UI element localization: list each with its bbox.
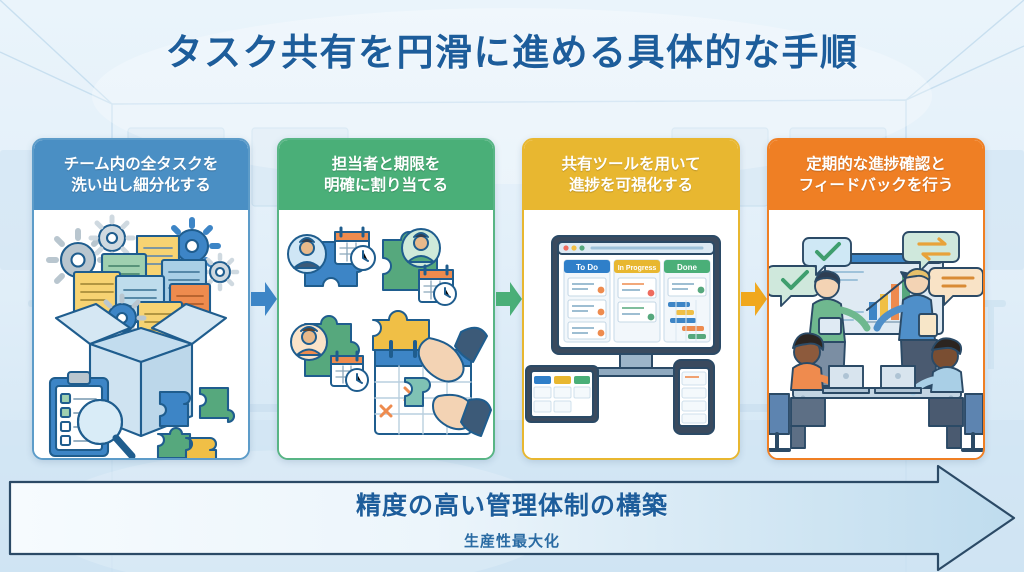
magnifier-icon — [76, 398, 136, 458]
clock-icon — [350, 245, 376, 271]
avatar — [290, 323, 328, 361]
arrow-1-to-2-container — [250, 138, 277, 460]
kanban-card — [567, 277, 607, 297]
step-card-2[interactable]: 担当者と期限を 明確に割り当てる — [277, 138, 495, 460]
kanban-column-todo-label: To Do — [576, 263, 598, 272]
speech-bubble-check — [769, 265, 820, 307]
step-card-2-heading: 担当者と期限を 明確に割り当てる — [279, 140, 493, 210]
avatar — [401, 228, 441, 268]
clock-icon — [433, 282, 457, 306]
speech-bubble-exchange — [902, 231, 960, 272]
phone-device — [673, 359, 715, 435]
office-chair — [961, 393, 983, 452]
puzzle-piece — [404, 377, 431, 407]
step-card-4[interactable]: 定期的な進捗確認と フィードバックを行う — [767, 138, 985, 460]
kanban-card — [567, 321, 607, 340]
puzzle-piece — [184, 436, 218, 458]
kanban-column-done-label: Done — [677, 263, 698, 272]
gear-icon — [200, 252, 240, 292]
laptop — [874, 365, 922, 394]
person-seated — [790, 332, 845, 449]
step-1-heading-line1: チーム内の全タスクを — [63, 155, 219, 173]
page-title: タスク共有を円滑に進める具体的な手順 — [165, 32, 859, 73]
right-arrow-icon — [250, 282, 277, 316]
step-3-heading-line1: 共有ツールを用いて — [561, 155, 701, 173]
step-card-1[interactable]: チーム内の全タスクを 洗い出し細分化する — [32, 138, 250, 460]
office-chair — [769, 393, 791, 452]
step-card-2-illustration — [279, 210, 493, 458]
desktop-monitor: To Do In Progress Done — [551, 235, 721, 377]
kanban-card — [617, 277, 657, 299]
step-3-heading-line2: 進捗を可視化する — [568, 177, 693, 194]
step-2-heading-line2: 明確に割り当てる — [323, 177, 448, 194]
hand — [417, 326, 488, 383]
kanban-card — [667, 277, 707, 297]
banner-arrow-shape — [8, 464, 1016, 572]
kanban-column-inprogress-label: In Progress — [618, 265, 657, 272]
arrow-2-to-3-container — [495, 138, 522, 460]
step-card-3[interactable]: 共有ツールを用いて 進捗を可視化する — [522, 138, 740, 460]
step-4-heading-line2: フィードバックを行う — [798, 177, 954, 194]
arrow-3-to-4-container — [740, 138, 767, 460]
steps-row: チーム内の全タスクを 洗い出し細分化する — [0, 138, 1024, 464]
puzzle-piece — [158, 390, 192, 428]
tablet-device — [525, 365, 599, 423]
banner-title: 精度の高い管理体制の構築 — [355, 492, 668, 520]
step-card-3-heading: 共有ツールを用いて 進捗を可視化する — [524, 140, 738, 210]
speech-bubble-check — [802, 237, 852, 276]
step-4-heading-line1: 定期的な進捗確認と — [806, 155, 946, 173]
gear-icon — [88, 214, 136, 262]
step-card-1-heading: チーム内の全タスクを 洗い出し細分化する — [34, 140, 248, 210]
person-seated — [909, 337, 964, 449]
step-card-4-heading: 定期的な進捗確認と フィードバックを行う — [769, 140, 983, 210]
banner-subtitle: 生産性最大化 — [463, 533, 560, 550]
laptop — [822, 365, 870, 394]
step-card-3-illustration: To Do In Progress Done — [524, 210, 738, 458]
puzzle-piece — [198, 386, 236, 424]
right-arrow-icon — [740, 282, 767, 316]
bottom-banner: 精度の高い管理体制の構築 生産性最大化 — [0, 464, 1024, 572]
step-2-heading-line1: 担当者と期限を — [331, 155, 441, 173]
right-arrow-icon — [495, 282, 522, 316]
hand — [432, 393, 492, 437]
step-1-heading-line2: 洗い出し細分化する — [71, 177, 211, 194]
step-card-4-illustration — [769, 210, 983, 458]
avatar — [287, 234, 327, 274]
clock-icon — [345, 368, 369, 392]
step-card-1-illustration — [34, 210, 248, 458]
page-title-container: タスク共有を円滑に進める具体的な手順 — [0, 22, 1024, 76]
kanban-card — [567, 299, 607, 319]
kanban-card — [617, 301, 657, 323]
puzzle-piece — [156, 426, 192, 458]
